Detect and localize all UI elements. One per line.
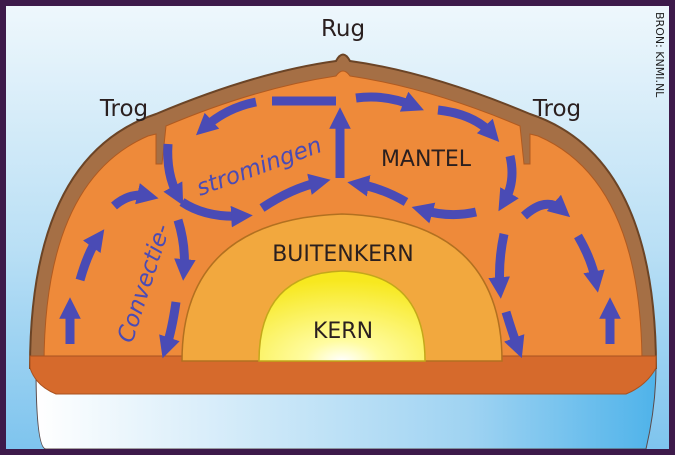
arrow-bottom-left-2 [259, 173, 331, 212]
arrow-bottom-right-2 [347, 175, 409, 206]
arrow-right-inner-down-1 [488, 233, 510, 299]
arrow-top-left-1 [196, 97, 257, 136]
arrow-left-down-1 [163, 143, 184, 206]
convection-arrows [59, 91, 621, 359]
arrow-bottom-right-1 [411, 202, 478, 224]
arrow-far-right-top [520, 194, 571, 220]
arrow-far-left-up-2 [75, 229, 105, 282]
source-credit: BRON: KNMI.NL [653, 12, 666, 98]
arrow-right-down-1 [498, 154, 519, 212]
arrow-left-inner-down-1 [173, 218, 196, 281]
earth-cross-section-diagram: Rug Trog Trog MANTEL BUITENKERN KERN Con… [6, 6, 669, 449]
ridge-label: Rug [321, 16, 365, 42]
arrow-bottom-left-1 [179, 198, 253, 228]
outer-core-label: BUITENKERN [272, 242, 414, 267]
inner-core-layer [258, 270, 426, 362]
arrow-top-right-1 [355, 91, 424, 112]
trough-left-label: Trog [99, 96, 148, 122]
arrow-far-left-top [111, 183, 159, 210]
arrow-left-inner-down-2 [159, 301, 181, 359]
trough-right-label: Trog [532, 96, 581, 122]
core-label: KERN [313, 319, 373, 344]
arrow-right-inner-down-2 [501, 310, 525, 359]
arrow-far-right-down-1 [574, 233, 605, 293]
mantle-base-band [29, 355, 657, 395]
diagram-panel: Rug Trog Trog MANTEL BUITENKERN KERN Con… [6, 6, 669, 449]
mantle-label: MANTEL [381, 147, 472, 172]
arrow-top-right-2 [437, 105, 500, 143]
